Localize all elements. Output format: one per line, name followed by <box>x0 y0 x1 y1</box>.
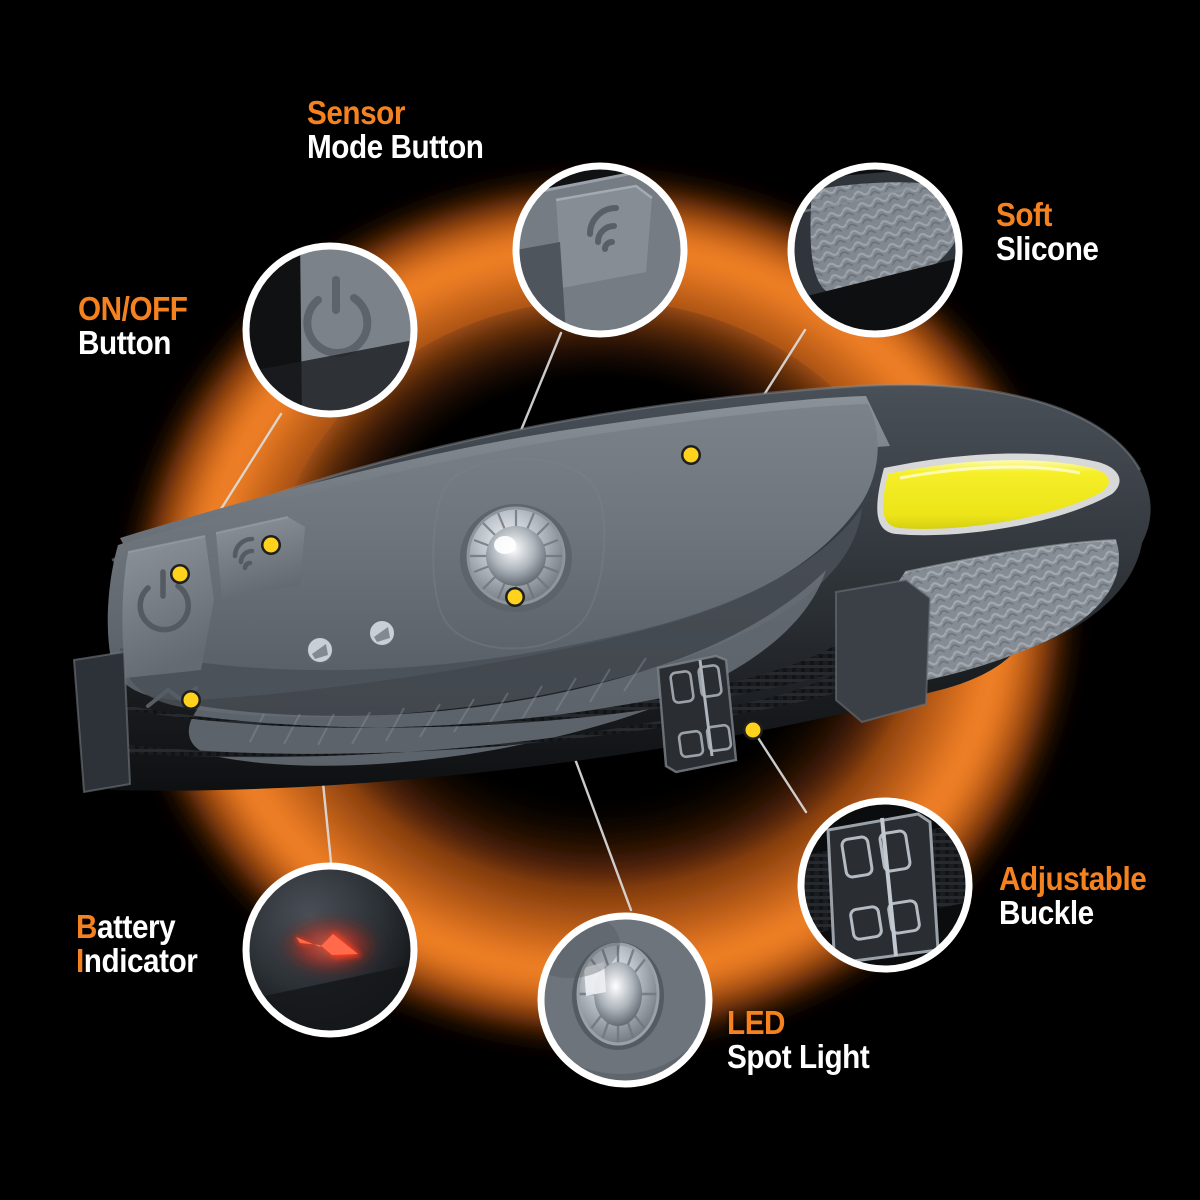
strap-keeper <box>836 580 930 722</box>
label-on-off-button: ON/OFF Button <box>78 292 200 359</box>
label-line1: Soft <box>996 196 1052 233</box>
screw-right <box>368 619 396 647</box>
wave-sensor-icon <box>232 536 255 571</box>
label-led-spot-light: LED Spot Light <box>727 1006 885 1073</box>
leader-buckle <box>751 728 808 814</box>
marker-silicone <box>681 445 701 465</box>
marker-sensor <box>261 535 281 555</box>
marker-led <box>505 587 525 607</box>
battery-led-icon <box>278 916 382 976</box>
label-line2: Slicone <box>996 229 1099 267</box>
label-soft-silicone: Soft Slicone <box>996 198 1110 265</box>
marker-battery <box>181 690 201 710</box>
label-sensor-mode-button: Sensor Mode Button <box>307 96 503 163</box>
screw-left <box>306 636 334 664</box>
strap-buckle <box>656 654 738 774</box>
label-line1: ON/OFF <box>78 290 188 327</box>
label-battery-indicator: Battery Indicator <box>76 910 211 977</box>
sensor-mode-button-callout <box>512 162 688 338</box>
cob-light-strip <box>877 453 1120 536</box>
adjustable-buckle-callout <box>797 797 973 973</box>
label-line2: Button <box>78 323 171 361</box>
battery-indicator-callout <box>242 862 418 1038</box>
marker-on-off <box>170 564 190 584</box>
label-line1: LED <box>727 1004 786 1041</box>
label-adjustable-buckle: Adjustable Buckle <box>999 862 1163 929</box>
power-button-pad <box>122 535 214 678</box>
power-icon <box>137 569 191 633</box>
strap-clip-left <box>74 652 130 792</box>
label-line1: Adjustable <box>999 860 1147 897</box>
label-line2: Buckle <box>999 893 1094 931</box>
soft-silicone-callout <box>787 162 963 338</box>
housing-skirt <box>188 570 827 766</box>
spot-lens <box>460 504 572 612</box>
label-line1: Battery <box>76 908 176 945</box>
marker-buckle <box>743 720 763 740</box>
marker-dots <box>170 445 763 740</box>
silicone-grip-pad <box>875 539 1119 688</box>
label-line1: Sensor <box>307 94 405 131</box>
label-line2: Indicator <box>76 941 198 979</box>
sensor-button-pad <box>215 516 305 599</box>
headlamp-product <box>72 383 1151 794</box>
label-line2: Spot Light <box>727 1037 870 1075</box>
label-line2: Mode Button <box>307 127 484 165</box>
